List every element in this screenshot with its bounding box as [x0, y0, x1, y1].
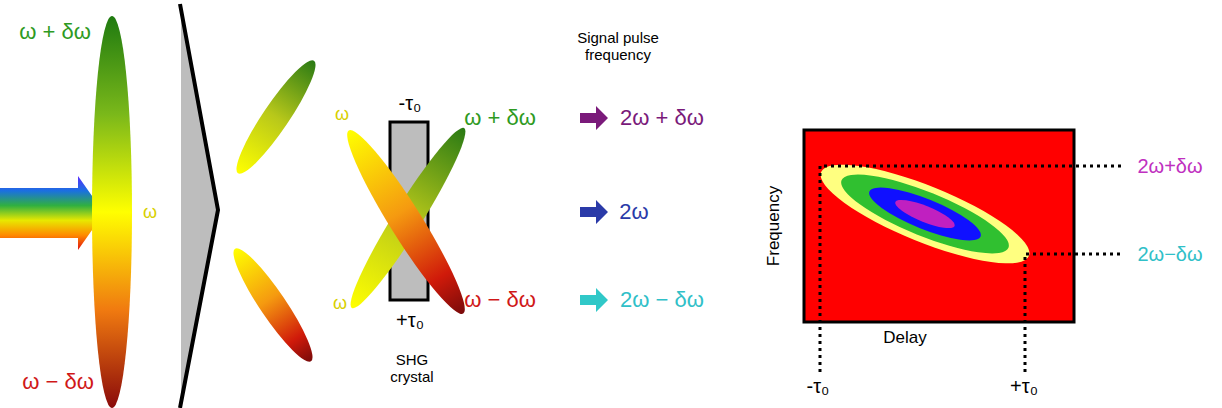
split-beam: [224, 241, 322, 368]
label: ω: [335, 104, 349, 125]
label: ω + δω: [464, 105, 536, 130]
label: Signal pulse frequency: [558, 29, 678, 64]
trace-plot: [804, 130, 1074, 322]
label: ω + δω: [19, 19, 91, 44]
label: ω − δω: [22, 369, 94, 394]
label: +τ₀: [396, 309, 424, 332]
label: 2ω+δω: [1137, 155, 1202, 178]
chirped-pulse: [92, 16, 132, 408]
label: SHG crystal: [380, 351, 444, 386]
label: 2ω + δω: [620, 105, 704, 130]
label: ω: [143, 202, 157, 223]
label: Delay: [883, 328, 926, 348]
label: 2ω − δω: [620, 287, 704, 312]
beam-splitter: [181, 10, 217, 402]
label: +τ₀: [1010, 375, 1038, 398]
guide-lines: [820, 166, 1124, 372]
input-pulse-arrow: [0, 176, 104, 250]
label: -τ₀: [399, 92, 422, 115]
label: ω − δω: [464, 287, 536, 312]
signal-arrow: [580, 200, 608, 224]
label: ω: [333, 293, 347, 314]
label: -τ₀: [807, 375, 830, 398]
crossing-beam: [335, 122, 477, 322]
signal-arrow: [580, 106, 608, 130]
label: Frequency: [764, 186, 784, 266]
label: 2ω−δω: [1137, 243, 1202, 266]
signal-arrow: [580, 288, 608, 312]
split-beam: [227, 53, 325, 180]
label: 2ω: [619, 199, 648, 224]
beam-splitter-edge: [180, 4, 218, 408]
